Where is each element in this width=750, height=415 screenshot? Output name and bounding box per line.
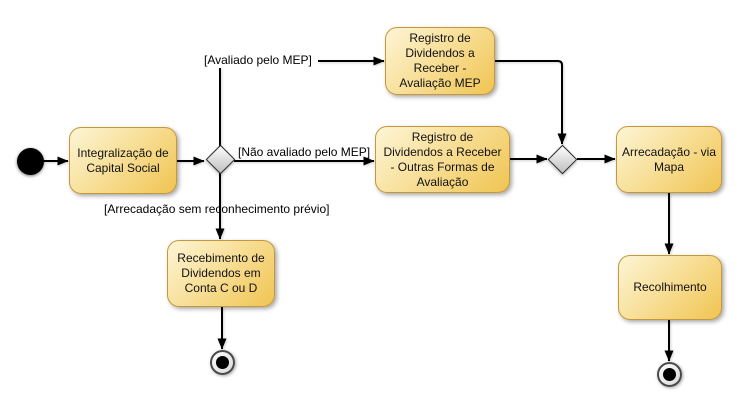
activity-arrecadacao-via-mapa: Arrecadação - via Mapa [616,126,722,193]
edge-label-nao-avaliado-mep: [Não avaliado pelo MEP] [238,145,371,159]
activity-recebimento-dividendos: Recebimento de Dividendos em Conta C ou … [167,240,275,307]
activity-integralizacao-capital-social: Integralização de Capital Social [69,127,177,194]
final-node-right [657,362,682,387]
activity-registro-dividendos-outras: Registro de Dividendos a Receber - Outra… [375,126,510,193]
activity-registro-dividendos-mep: Registro de Dividendos a Receber - Avali… [385,27,495,95]
final-node-left [210,350,235,375]
edge-label-avaliado-mep: [Avaliado pelo MEP] [204,53,312,67]
final-node-right-dot [663,368,676,381]
final-node-left-dot [216,356,229,369]
edge-registro-mep-to-merge [495,60,567,145]
activity-recolhimento: Recolhimento [618,255,722,320]
edge-label-arrecadacao-sem-reconhecimento: [Arrecadação sem reconhecimento prévio] [104,202,330,216]
initial-node [17,148,44,175]
